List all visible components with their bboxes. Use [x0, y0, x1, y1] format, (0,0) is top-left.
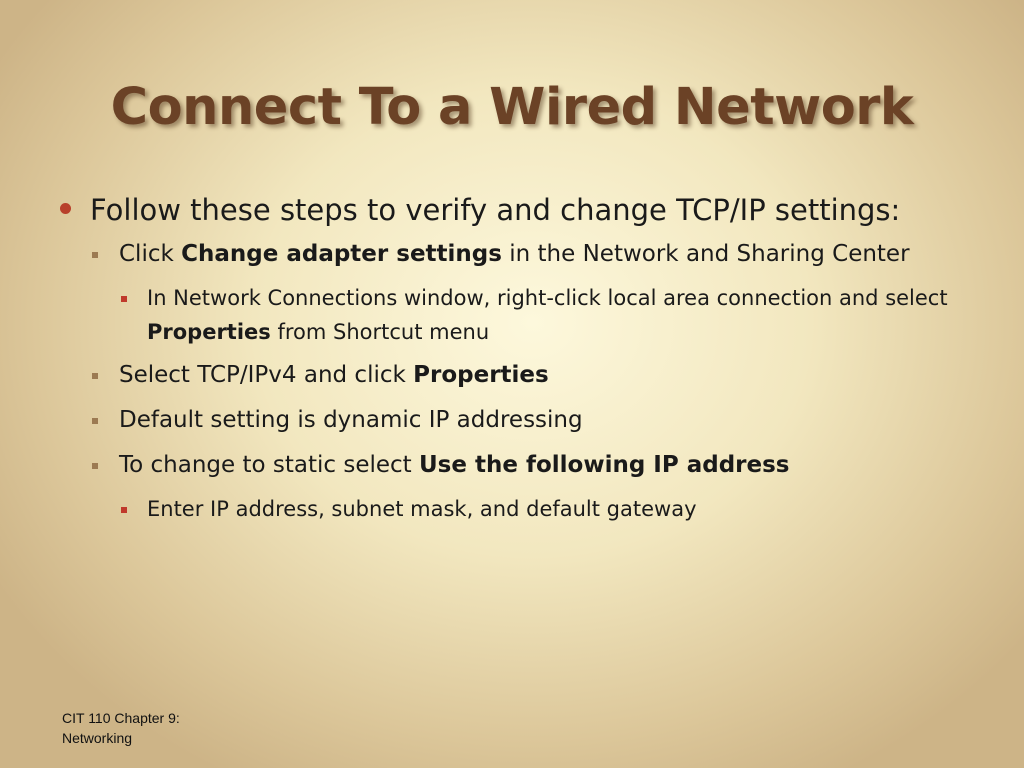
slide-title: Connect To a Wired Network — [110, 78, 914, 137]
bullet-level2: Default setting is dynamic IP addressing — [90, 402, 960, 439]
bullet-text: In Network Connections window, right-cli… — [147, 286, 948, 310]
bullet-text: To change to static select — [119, 452, 419, 478]
square-bullet-icon — [92, 373, 98, 379]
square-bullet-icon — [92, 418, 98, 424]
bullet-level2: Select TCP/IPv4 and click Properties — [90, 357, 960, 394]
bullet-bold-text: Change adapter settings — [181, 241, 502, 267]
bullet-level2: Click Change adapter settings in the Net… — [90, 236, 960, 273]
slide-footer: CIT 110 Chapter 9: Networking — [62, 708, 180, 748]
bullet-bold-text: Use the following IP address — [419, 452, 790, 478]
round-bullet-icon — [60, 203, 71, 214]
slide-body: Follow these steps to verify and change … — [60, 188, 960, 534]
bullet-bold-text: Properties — [147, 320, 271, 344]
bullet-text: Follow these steps to verify and change … — [90, 193, 901, 227]
bullet-text: from Shortcut menu — [270, 320, 490, 344]
bullet-level2: To change to static select Use the follo… — [90, 447, 960, 484]
square-bullet-icon — [92, 463, 98, 469]
footer-line: Networking — [62, 730, 133, 746]
bullet-text: Default setting is dynamic IP addressing — [119, 407, 583, 433]
bullet-text: Enter IP address, subnet mask, and defau… — [147, 497, 697, 521]
square-bullet-icon — [121, 507, 127, 513]
bullet-level3: Enter IP address, subnet mask, and defau… — [119, 492, 960, 526]
bullet-level3: In Network Connections window, right-cli… — [119, 281, 960, 349]
square-bullet-icon — [121, 296, 127, 302]
bullet-text: in the Network and Sharing Center — [501, 241, 910, 267]
bullet-bold-text: Properties — [413, 362, 549, 388]
bullet-text: Click — [119, 241, 182, 267]
footer-line: CIT 110 Chapter 9: — [62, 710, 180, 726]
bullet-text: Select TCP/IPv4 and click — [119, 362, 414, 388]
bullet-level1: Follow these steps to verify and change … — [60, 188, 960, 232]
square-bullet-icon — [92, 252, 98, 258]
